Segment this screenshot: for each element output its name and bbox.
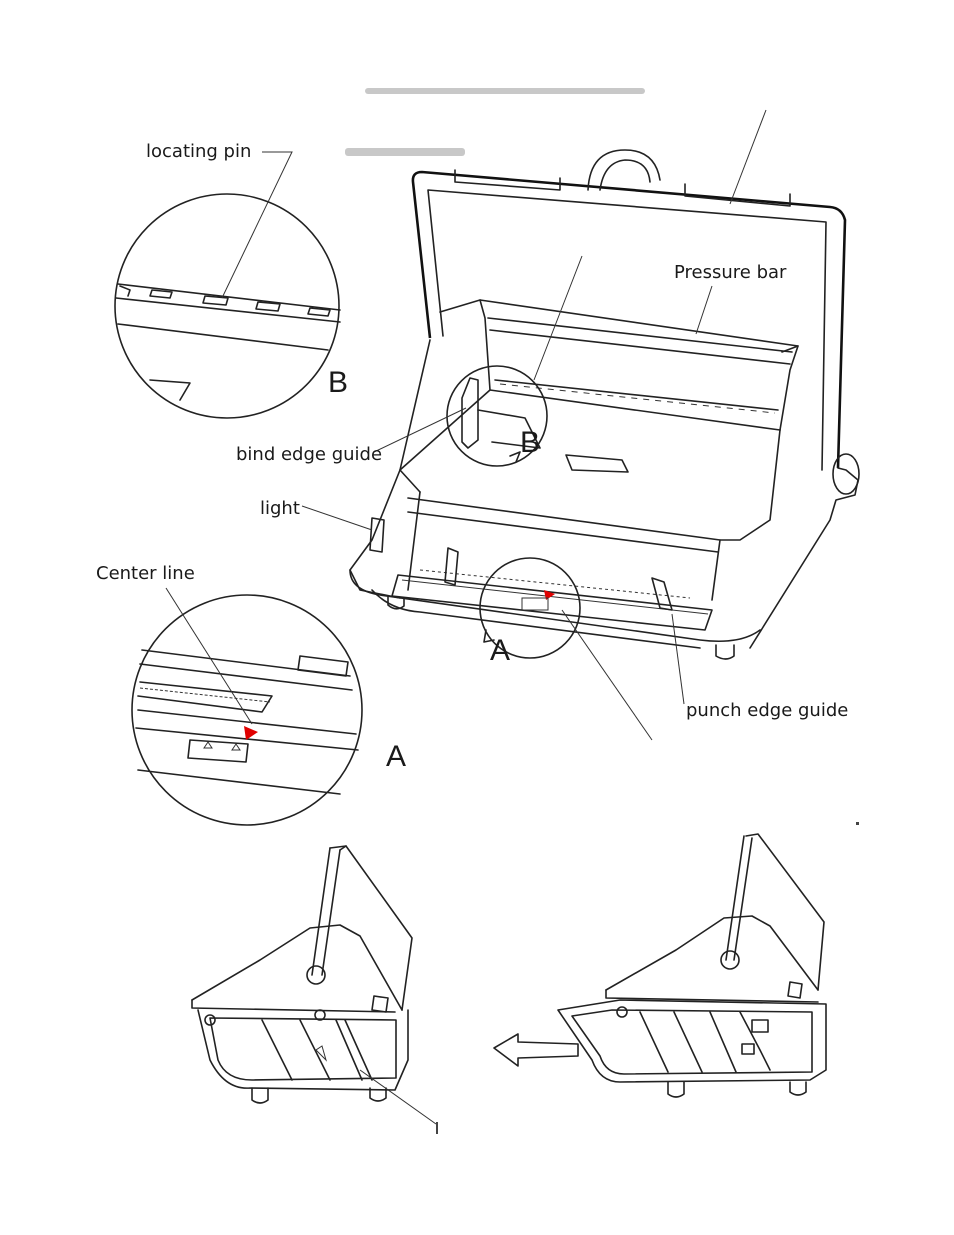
pull-out-arrow-icon — [494, 1034, 578, 1066]
label-pressure-bar: Pressure bar — [674, 262, 787, 283]
detail-marker-a: A — [480, 558, 580, 667]
label-punch-edge-guide: punch edge guide — [686, 700, 848, 721]
label-locating-pin: locating pin — [146, 141, 251, 162]
marker-a-letter: A — [490, 634, 510, 667]
label-light: light — [260, 498, 300, 519]
center-line-marker-detail — [244, 726, 258, 740]
underside-view-closed — [192, 846, 438, 1134]
marker-b-letter: B — [520, 426, 540, 459]
detail-b-letter: B — [328, 366, 348, 399]
labels: locating pin Pressure bar bind edge guid… — [96, 141, 848, 721]
detail-b-view: B — [115, 194, 348, 418]
detail-a-letter: A — [386, 740, 406, 773]
leader-lines — [166, 110, 766, 740]
main-machine-illustration — [350, 150, 859, 659]
label-bind-edge-guide: bind edge guide — [236, 444, 382, 465]
detail-a-view: A — [132, 595, 406, 825]
underside-view-tray-out — [558, 822, 859, 1097]
faint-header-marks — [345, 88, 645, 156]
label-center-line: Center line — [96, 563, 195, 584]
